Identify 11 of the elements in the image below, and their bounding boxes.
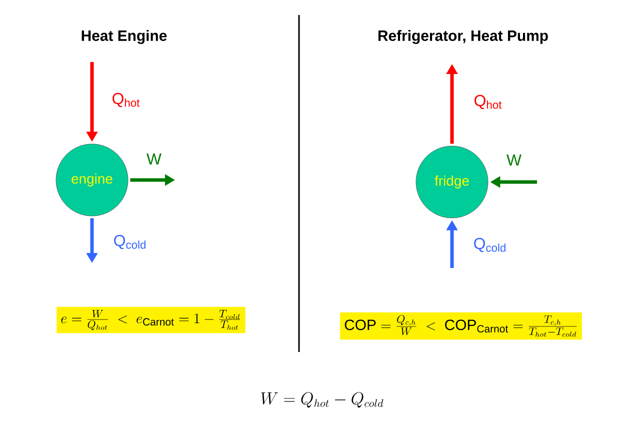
edge-label: W xyxy=(146,154,162,164)
edge-label: Q$_{hot}$ xyxy=(474,94,502,110)
heading: Refrigerator, Heat Pump xyxy=(378,30,548,44)
formula: $W=Q_{hot}-Q_{cold}$ xyxy=(261,392,384,408)
edge-label: Q$_{cold}$ xyxy=(474,238,506,252)
formula-box: $\mathrm{COP}=\frac{Q_{c,h}}{W}\;<\;\mathrm{COP}_{\mathrm{Carnot}}=\frac{T_{c,h}}{T_{hot}-T_{cold}}$ xyxy=(340,312,582,340)
formula-box: $e=\frac{W}{Q_{hot}}\;<\;e_{\mathrm{Carnot}}=1-\frac{T_{cold}}{T_{hot}}$ xyxy=(56,306,246,334)
heading: Heat Engine xyxy=(82,30,167,44)
edge-label: Q$_{hot}$ xyxy=(112,92,140,108)
edge-label: Q$_{cold}$ xyxy=(114,234,146,250)
edge-label: W xyxy=(506,154,522,166)
